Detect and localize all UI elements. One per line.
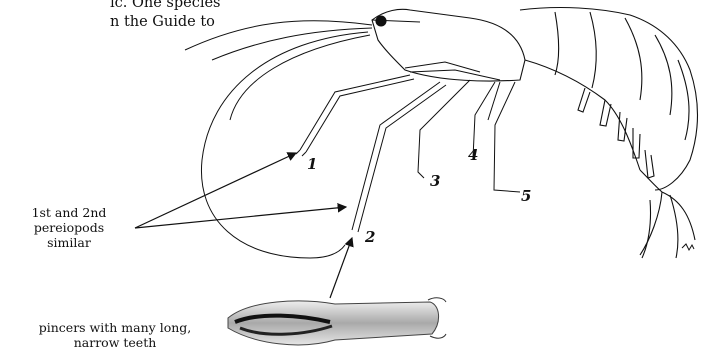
leg-label-4: 4: [468, 146, 478, 164]
pincers-note-line1: pincers with many long,: [10, 320, 220, 335]
pincers-note-line2: narrow teeth: [10, 335, 220, 350]
antennae: [185, 21, 372, 258]
similar-note-line1: 1st and 2nd: [16, 205, 122, 220]
leg-label-5: 5: [521, 187, 531, 205]
artist-signature: [682, 244, 694, 250]
shrimp-body: [372, 8, 698, 258]
similar-pereiopods-note: 1st and 2nd pereiopods similar: [16, 205, 122, 250]
similar-note-line3: similar: [16, 235, 122, 250]
leg-label-2: 2: [365, 228, 375, 246]
leg-label-3: 3: [430, 172, 440, 190]
pincer-closeup: [228, 298, 446, 345]
pointer-lines: [135, 153, 352, 298]
pincers-note: pincers with many long, narrow teeth: [10, 320, 220, 350]
similar-note-line2: pereiopods: [16, 220, 122, 235]
leg-label-1: 1: [307, 155, 317, 173]
eye-icon: [376, 16, 386, 26]
